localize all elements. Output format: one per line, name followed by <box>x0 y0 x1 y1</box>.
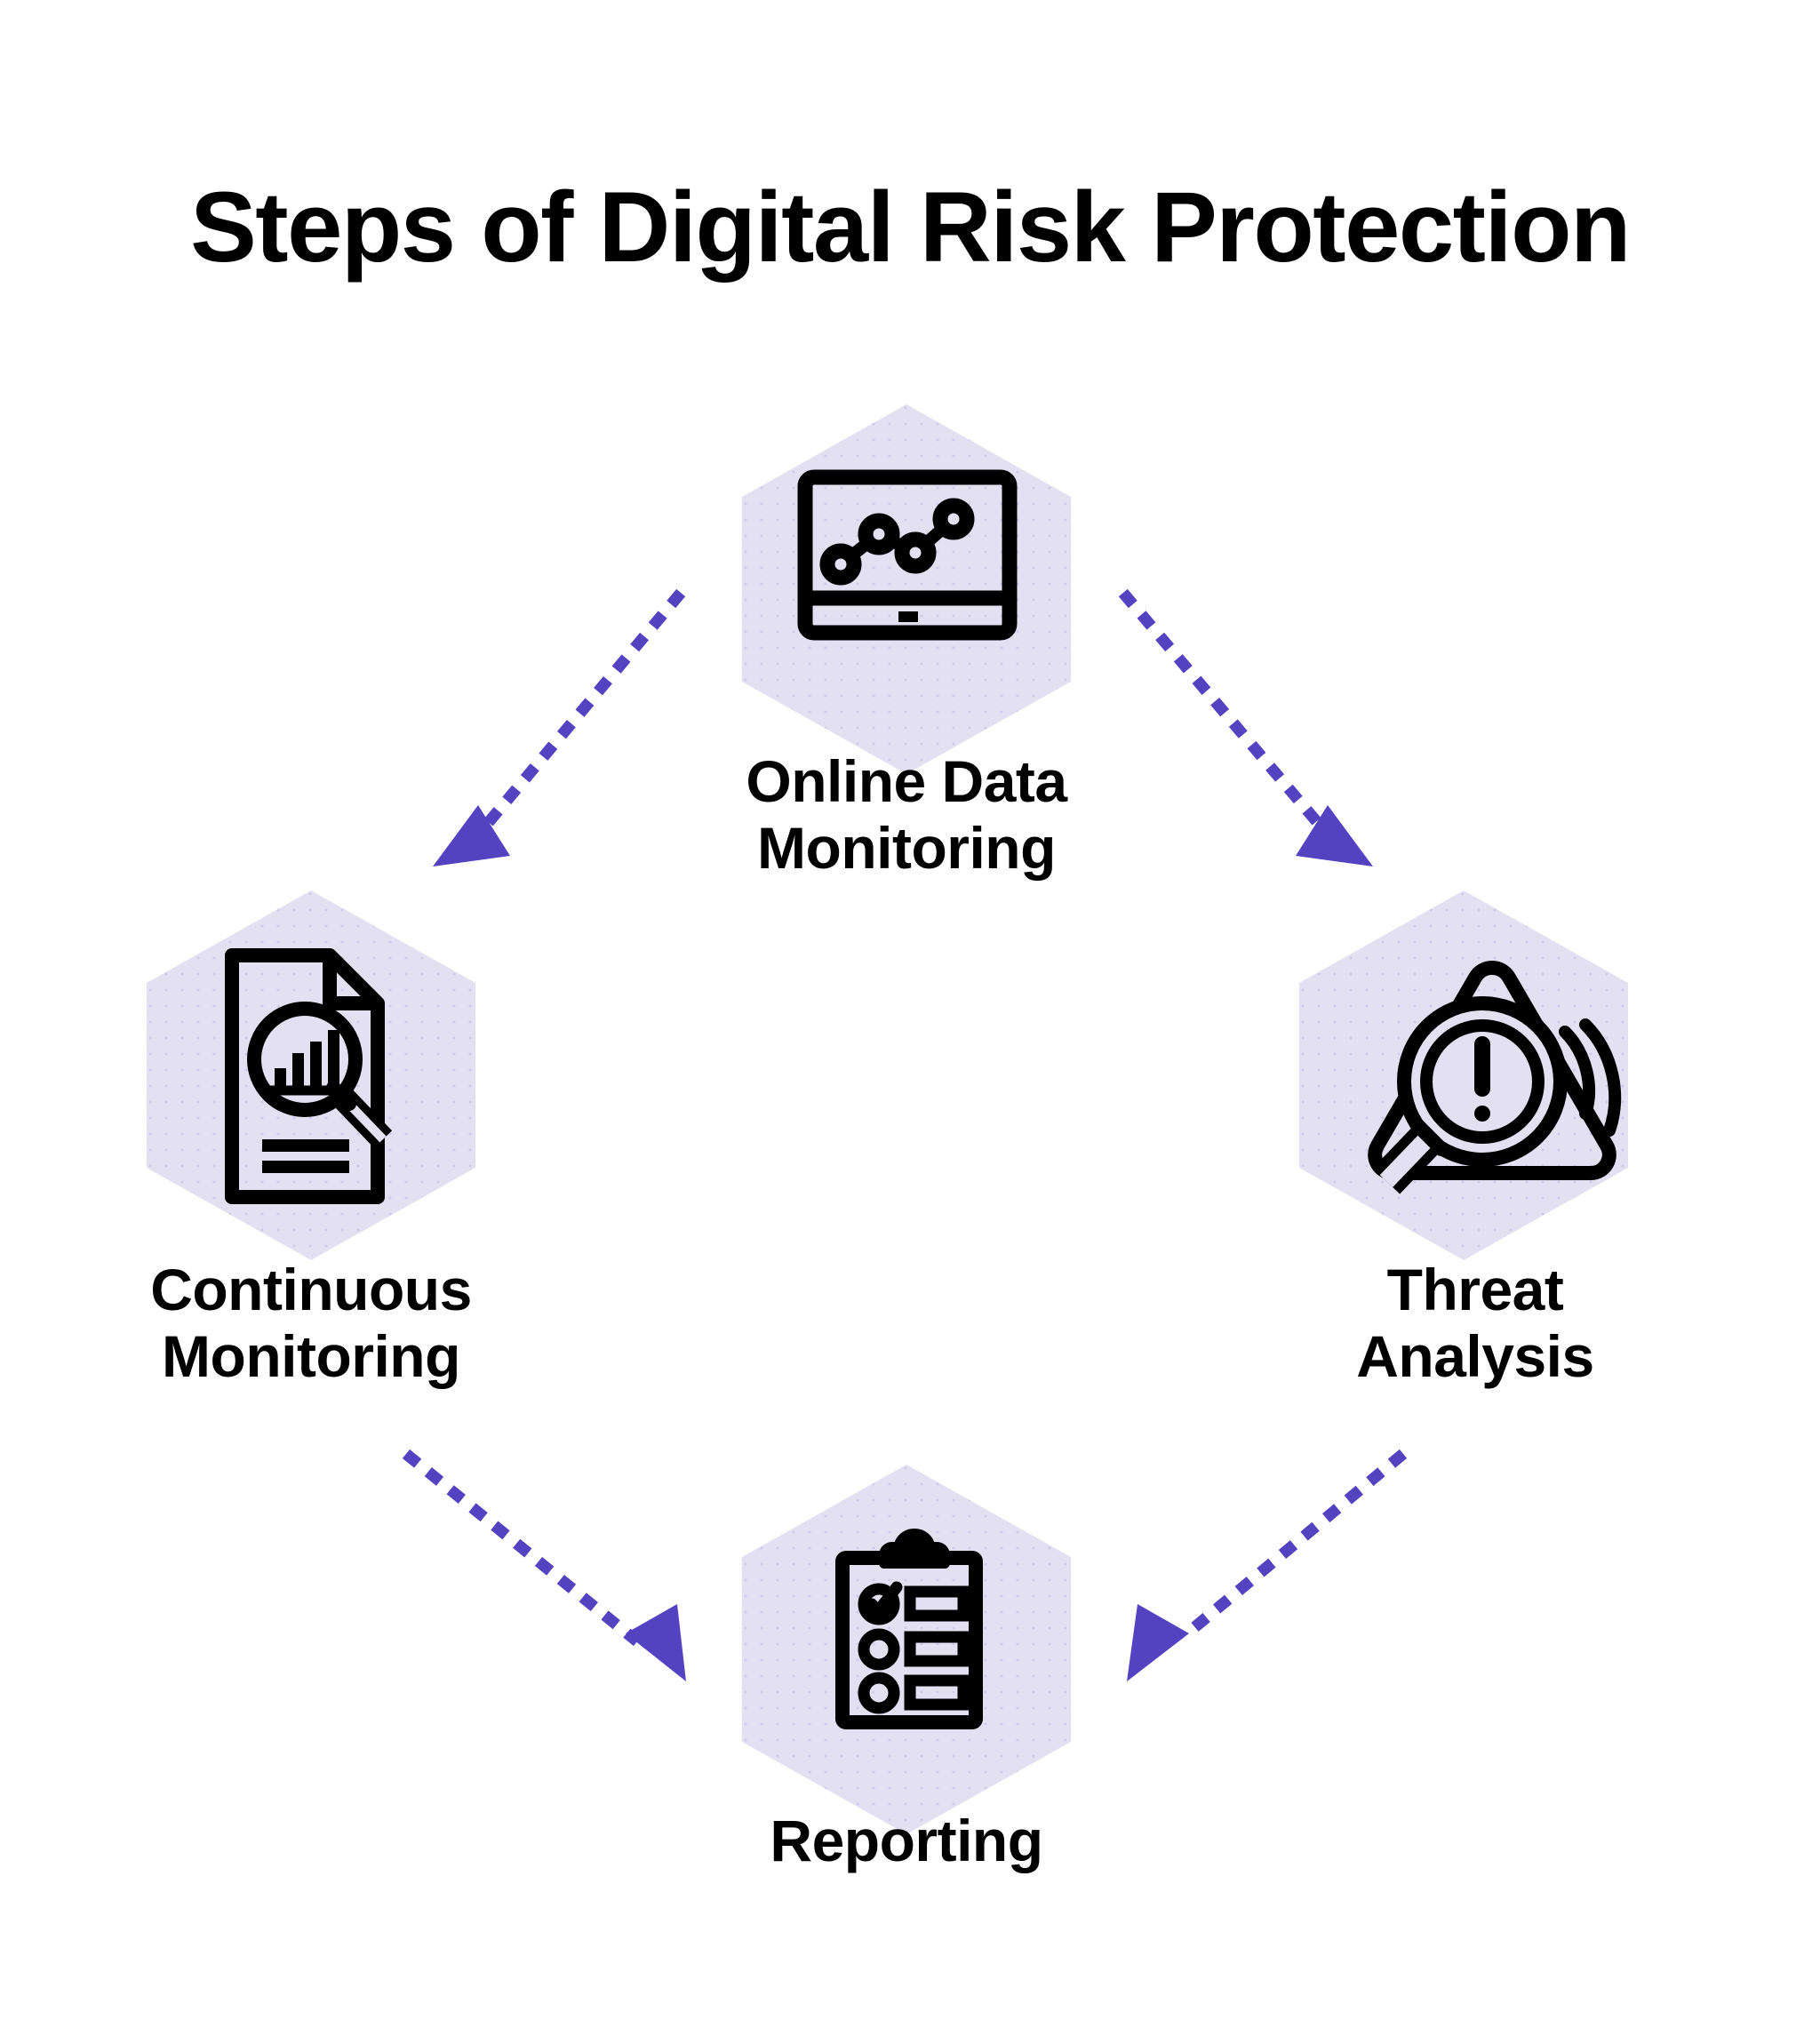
connector-online-to-threat <box>1118 588 1373 866</box>
node-label-online-data-monitoring: Online Data Monitoring <box>746 748 1067 882</box>
hexagon-background <box>742 404 1071 774</box>
arrowhead-icon <box>433 805 510 866</box>
document-magnifier-bar-chart-icon <box>225 948 393 1204</box>
monitor-line-chart-icon <box>797 469 1018 641</box>
warning-magnifier-alert-icon <box>1368 961 1622 1194</box>
connector-continuous-to-reporting <box>402 1449 686 1681</box>
node-online-data-monitoring[interactable] <box>742 404 1071 774</box>
connector-online-to-continuous <box>433 588 686 866</box>
node-label-continuous-monitoring: Continuous Monitoring <box>150 1257 472 1390</box>
connectors-group <box>402 588 1408 1681</box>
arrowhead-icon <box>1127 1604 1189 1681</box>
node-label-reporting: Reporting <box>770 1808 1043 1873</box>
arrowhead-icon <box>1296 805 1373 866</box>
node-reporting[interactable] <box>742 1465 1071 1834</box>
clipboard-checklist-icon <box>835 1529 983 1729</box>
connector-threat-to-reporting <box>1127 1449 1408 1681</box>
page-title: Steps of Digital Risk Protection <box>190 172 1631 283</box>
node-label-threat-analysis: Threat Analysis <box>1356 1257 1594 1390</box>
node-continuous-monitoring[interactable] <box>147 890 475 1260</box>
arrowhead-icon <box>626 1604 686 1681</box>
node-threat-analysis[interactable] <box>1299 890 1628 1260</box>
